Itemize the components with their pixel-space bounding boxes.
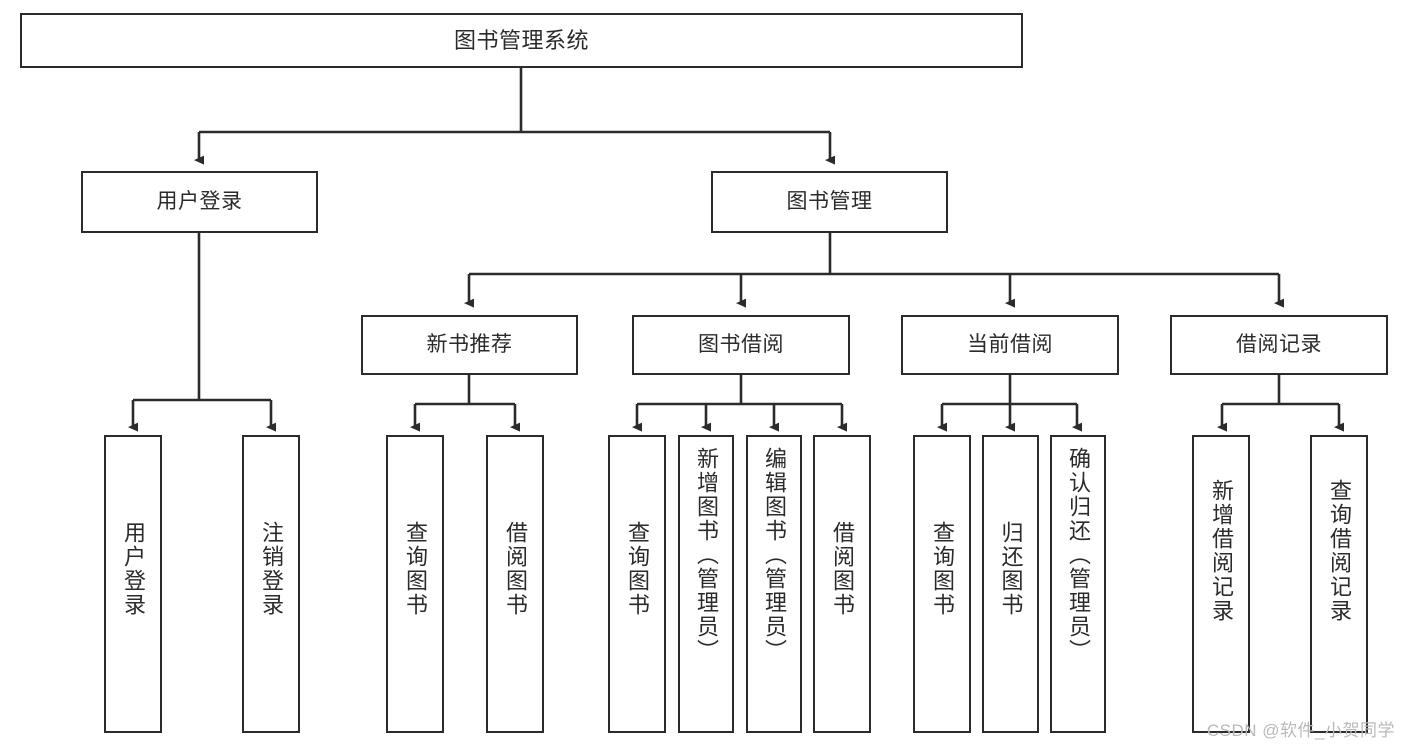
node-label: 注销登录 bbox=[259, 521, 284, 617]
watermark-text: CSDN @软件_小贺同学 bbox=[1206, 721, 1395, 740]
node-label: 查询图书 bbox=[930, 521, 955, 617]
node-label: 图书借阅 bbox=[698, 332, 784, 356]
node-label: 当前借阅 bbox=[967, 332, 1053, 356]
node-leaf-borrow-book-new[interactable]: 借阅图书 bbox=[486, 435, 544, 733]
node-leaf-query-book-current[interactable]: 查询图书 bbox=[913, 435, 971, 733]
node-label: 查询图书 bbox=[625, 521, 650, 617]
node-label: 查询图书 bbox=[403, 521, 428, 617]
node-leaf-query-book-borrow[interactable]: 查询图书 bbox=[608, 435, 666, 733]
node-root-book-management-system[interactable]: 图书管理系统 bbox=[20, 13, 1023, 68]
node-label: 用户登录 bbox=[121, 521, 146, 617]
node-borrow-records[interactable]: 借阅记录 bbox=[1170, 315, 1388, 375]
node-label: 借阅图书 bbox=[503, 521, 528, 617]
node-leaf-return-book[interactable]: 归还图书 bbox=[982, 435, 1039, 733]
node-label: 图书管理系统 bbox=[453, 27, 589, 53]
node-leaf-logout[interactable]: 注销登录 bbox=[242, 435, 300, 733]
node-leaf-query-book-new[interactable]: 查询图书 bbox=[386, 435, 444, 733]
node-label: 用户登录 bbox=[156, 189, 243, 213]
node-leaf-borrow-book[interactable]: 借阅图书 bbox=[813, 435, 871, 733]
node-label: 新增图书（管理员） bbox=[694, 447, 719, 663]
node-label: 确认归还（管理员） bbox=[1066, 447, 1091, 663]
node-label: 图书管理 bbox=[786, 189, 873, 213]
node-new-book-recommendation[interactable]: 新书推荐 bbox=[361, 315, 578, 375]
node-book-borrowing[interactable]: 图书借阅 bbox=[632, 315, 850, 375]
node-label: 新增借阅记录 bbox=[1209, 479, 1234, 623]
node-leaf-query-borrow-record[interactable]: 查询借阅记录 bbox=[1310, 435, 1368, 733]
node-label: 新书推荐 bbox=[426, 332, 513, 356]
node-label: 查询借阅记录 bbox=[1327, 479, 1352, 623]
node-leaf-edit-book-admin[interactable]: 编辑图书（管理员） bbox=[746, 435, 802, 733]
node-label: 归还图书 bbox=[998, 521, 1024, 617]
node-label: 编辑图书（管理员） bbox=[762, 447, 787, 663]
node-leaf-add-book-admin[interactable]: 新增图书（管理员） bbox=[678, 435, 734, 733]
node-label: 借阅图书 bbox=[830, 521, 855, 617]
node-leaf-confirm-return-admin[interactable]: 确认归还（管理员） bbox=[1050, 435, 1106, 733]
node-current-borrowing[interactable]: 当前借阅 bbox=[901, 315, 1119, 375]
node-leaf-user-login[interactable]: 用户登录 bbox=[104, 435, 162, 733]
node-leaf-add-borrow-record[interactable]: 新增借阅记录 bbox=[1192, 435, 1250, 733]
node-label: 借阅记录 bbox=[1236, 332, 1322, 356]
node-user-login[interactable]: 用户登录 bbox=[81, 171, 318, 233]
node-book-management[interactable]: 图书管理 bbox=[711, 171, 948, 233]
